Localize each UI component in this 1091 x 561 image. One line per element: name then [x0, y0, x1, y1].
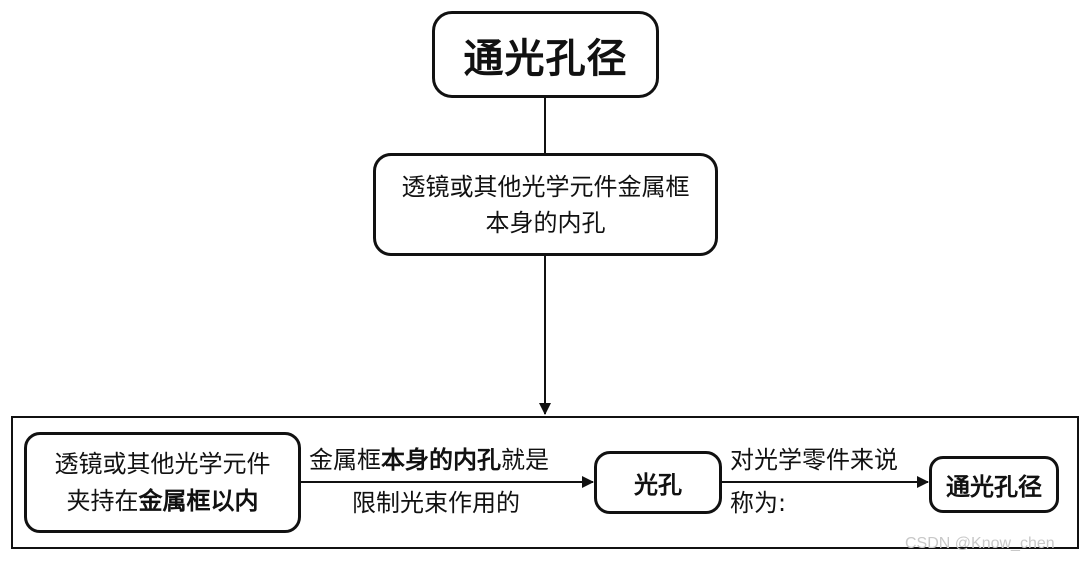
middle-node-text: 光孔: [634, 471, 682, 499]
title-node: 通光孔径: [432, 11, 659, 98]
right-node: 通光孔径: [929, 456, 1059, 513]
left-node-line-2: 夹持在金属框以内: [67, 483, 259, 520]
left-node: 透镜或其他光学元件 夹持在金属框以内: [24, 432, 301, 533]
edge-2-label-line-1: 对光学零件来说: [730, 446, 898, 474]
edge-1-tail: 就是: [501, 446, 549, 474]
left-node-bold: 金属框以内: [138, 486, 259, 515]
left-node-line-1: 透镜或其他光学元件: [54, 449, 271, 478]
edge-2-label-line-2: 称为:: [730, 489, 787, 517]
description-line-2: 本身的内孔: [485, 208, 606, 237]
edge-1-plain: 金属框: [309, 446, 381, 474]
title-text: 通光孔径: [463, 35, 628, 82]
right-node-text: 通光孔径: [946, 473, 1042, 501]
description-line-1: 透镜或其他光学元件金属框: [401, 172, 690, 201]
description-node: 透镜或其他光学元件金属框 本身的内孔: [373, 153, 718, 256]
watermark: CSDN @Know_chen: [905, 535, 1055, 552]
edge-1-label-line-2: 限制光束作用的: [352, 489, 520, 517]
edge-1-label-line-1: 金属框本身的内孔就是: [309, 444, 549, 476]
process-frame: [11, 416, 1079, 549]
left-node-plain: 夹持在: [66, 486, 139, 515]
middle-node: 光孔: [594, 451, 722, 514]
edge-1-bold: 本身的内孔: [381, 446, 501, 474]
